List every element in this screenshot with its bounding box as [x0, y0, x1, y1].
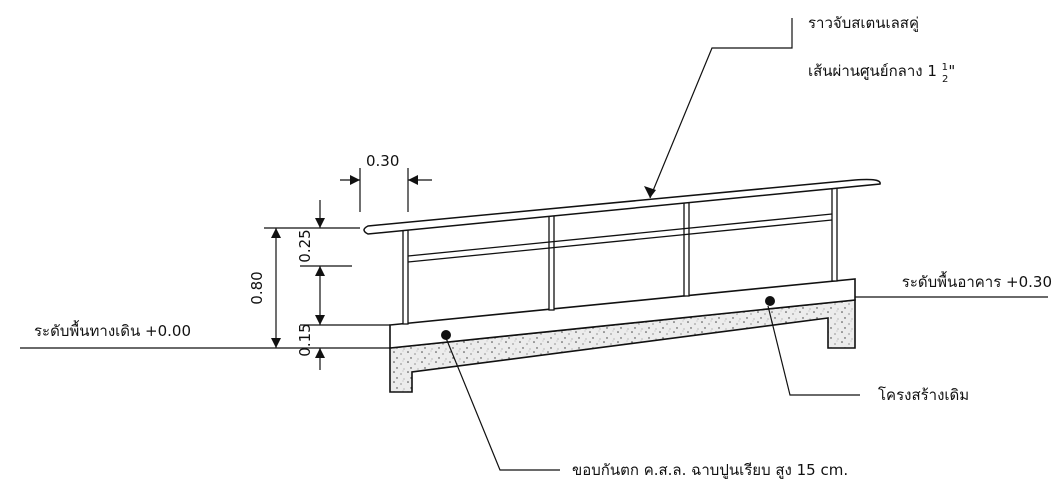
- dim-arrow-2: [315, 266, 325, 276]
- post-4: [831, 183, 838, 282]
- handrail-note-line1: ราวจับสเตนเลสคู่: [808, 14, 919, 32]
- dim-arrow-3: [315, 315, 325, 325]
- lower-rail: [407, 213, 833, 263]
- dim-total-arrow-top: [271, 228, 281, 238]
- dim-total-height-text: 0.80: [248, 271, 266, 304]
- dim-arrow-4: [315, 348, 325, 358]
- handrail-frac-num: 1: [942, 62, 948, 73]
- rebar-left: [441, 330, 451, 340]
- rebar-right: [765, 296, 775, 306]
- dim-post-offset-text: 0.30: [366, 152, 399, 170]
- walkway-level-label: ระดับพื้นทางเดิน +0.00: [34, 320, 191, 340]
- handrail-leader: [649, 18, 793, 199]
- existing-structure-label: โครงสร้างเดิม: [878, 386, 969, 404]
- post-1: [402, 227, 409, 325]
- top-handrail: [363, 178, 881, 235]
- dim-total-height: [264, 227, 360, 348]
- dim-post-offset-arrow-left: [350, 175, 360, 185]
- existing-structure-leader: [767, 305, 860, 396]
- dim-arrow-1: [315, 218, 325, 228]
- existing-structure-slab: [389, 299, 856, 393]
- handrail-inch: ": [948, 62, 955, 80]
- curb-leader: [445, 337, 560, 471]
- dim-rail-spacing-text: 0.25: [296, 229, 314, 262]
- post-3: [683, 198, 690, 297]
- curb-note: ขอบกันตก ค.ส.ล. ฉาบปูนเรียบ สูง 15 cm.: [572, 461, 848, 479]
- handrail-note-prefix: เส้นผ่านศูนย์กลาง 1: [808, 62, 942, 80]
- handrail-posts: [402, 183, 838, 325]
- dim-curb-height-text: 0.15: [296, 323, 314, 356]
- building-level-label: ระดับพื้นอาคาร +0.30: [902, 271, 1052, 291]
- dim-total-arrow-bottom: [271, 338, 281, 348]
- handrail-leader-arrow: [644, 186, 656, 198]
- curb: [389, 278, 856, 349]
- dim-post-offset: [340, 168, 432, 212]
- post-2: [548, 211, 555, 311]
- dim-post-offset-arrow-right: [408, 175, 418, 185]
- handrail-frac-den: 2: [942, 74, 948, 85]
